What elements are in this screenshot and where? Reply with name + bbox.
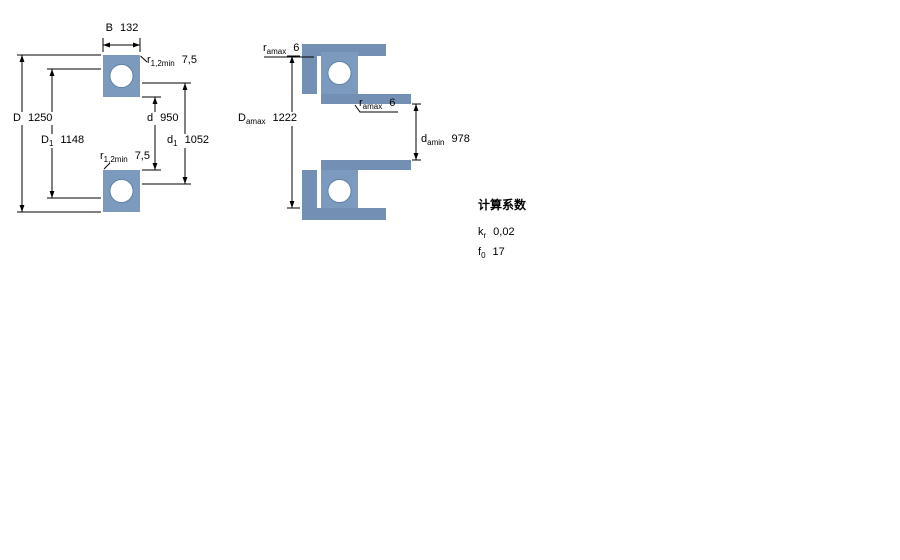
dim-value: 950 — [160, 112, 179, 124]
dim-label-D1: D1 1148 — [40, 134, 86, 149]
shaft-bar-bottom — [321, 160, 411, 170]
ball-icon — [327, 179, 352, 203]
housing-shoulder-bottom — [302, 170, 317, 220]
dim-subscript: 1 — [173, 139, 178, 149]
dim-label-r12-top: r1,2min 7,5 — [146, 54, 198, 68]
dim-subscript: 1,2min — [150, 59, 175, 69]
dim-value: 7,5 — [134, 150, 150, 162]
factor-subscript: r — [483, 231, 487, 241]
calculation-factors: 计算系数 kr 0,02 f0 17 — [478, 196, 526, 262]
dim-value: 978 — [451, 133, 470, 145]
ext-lines-D — [17, 54, 101, 213]
dim-value: 1052 — [184, 134, 210, 146]
shaft-bar-top — [321, 94, 411, 104]
abutment-drawing-right — [302, 44, 411, 220]
factor-subscript: 0 — [481, 251, 486, 261]
dim-symbol: r — [100, 150, 104, 162]
dim-label-ra-mid: ramax 6 — [358, 97, 396, 111]
leader-ra-mid — [354, 104, 398, 113]
dim-value: 6 — [293, 42, 300, 54]
dim-value: 1148 — [60, 134, 85, 146]
housing-shoulder-top — [302, 44, 317, 94]
dim-label-ra-top: ramax 6 — [262, 42, 300, 56]
dim-symbol: B — [105, 22, 113, 34]
ball-icon — [109, 179, 134, 203]
dim-label-D: D 1250 — [12, 112, 54, 125]
ext-lines-D1 — [47, 68, 101, 199]
dim-symbol: d — [147, 112, 154, 124]
factor-kr: kr 0,02 — [478, 222, 526, 242]
dim-symbol: d — [421, 133, 428, 145]
factor-f0: f0 17 — [478, 242, 526, 262]
dim-label-d1: d1 1052 — [166, 134, 211, 149]
dim-symbol: r — [359, 97, 363, 109]
dim-symbol: D — [13, 112, 21, 124]
dim-subscript: 1 — [48, 139, 54, 149]
dim-symbol: D — [238, 112, 246, 124]
calculation-factors-title: 计算系数 — [478, 198, 527, 212]
dim-symbol: r — [263, 42, 267, 54]
dim-symbol: D — [41, 134, 49, 146]
factor-symbol: f — [478, 246, 482, 258]
factor-value: 17 — [492, 246, 505, 258]
dim-label-B: B 132 — [98, 22, 146, 35]
dim-subscript: 1,2min — [103, 155, 128, 165]
dimension-lines-left — [17, 38, 191, 213]
factor-symbol: k — [478, 226, 484, 238]
dim-subscript: amin — [427, 138, 445, 148]
factor-value: 0,02 — [493, 226, 515, 238]
dim-symbol: d — [167, 134, 174, 146]
dimension-lines-right — [264, 55, 421, 209]
ext-lines-Da — [287, 55, 300, 209]
dim-value: 1222 — [272, 112, 297, 124]
dim-value: 132 — [119, 22, 139, 34]
dim-value: 1250 — [27, 112, 53, 124]
dim-label-r12-bottom: r1,2min 7,5 — [99, 150, 151, 164]
ball-icon — [327, 61, 352, 85]
ext-lines-d — [142, 96, 161, 171]
dim-label-da: damin 978 — [420, 133, 471, 147]
housing-bar-bottom — [302, 208, 386, 220]
bearing-cross-section-left — [103, 55, 140, 212]
leader-r-bottom — [103, 162, 111, 170]
dim-value: 6 — [389, 97, 396, 109]
leader-r-top — [140, 55, 148, 63]
dim-subscript: amax — [266, 47, 287, 57]
dim-symbol: r — [147, 54, 151, 66]
dim-label-Da: Damax 1222 — [237, 112, 298, 127]
ball-icon — [109, 64, 134, 88]
dim-label-d: d 950 — [146, 112, 180, 125]
dim-subscript: amax — [245, 117, 266, 127]
dim-value: 7,5 — [181, 54, 197, 66]
dim-subscript: amax — [362, 102, 383, 112]
